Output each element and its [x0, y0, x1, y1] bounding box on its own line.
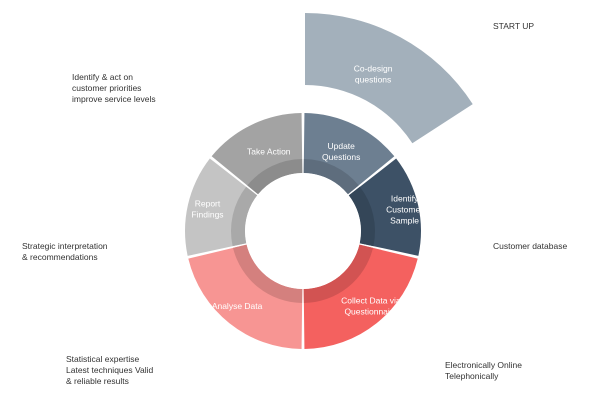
segment-inner-band [303, 159, 359, 195]
annotation-identify: Customer database [493, 241, 568, 251]
segment-label-line: Analyse Data [212, 301, 263, 311]
segment-label-line: Sample [390, 216, 419, 226]
segment-label-line: Customer [386, 205, 423, 215]
segment-inner-band [303, 244, 373, 303]
segment-label-line: Questionnaire [344, 307, 397, 317]
annotation-take-action: Identify & act on customer priorities im… [72, 72, 156, 104]
annotation-analyse: Statistical expertise Latest techniques … [66, 354, 154, 386]
segment-label-line: Questions [322, 152, 360, 162]
segment-label-line: Collect Data via [341, 296, 401, 306]
annotation-start-up: START UP [493, 21, 535, 31]
segment-collect [303, 244, 418, 349]
segment-label-line: questions [355, 75, 391, 85]
segment-analyse [188, 244, 303, 349]
segment-label-line: Take Action [247, 147, 291, 157]
segment-label-take-action: Take Action [247, 147, 291, 157]
annotation-collect: Electronically Online Telephonically [445, 360, 523, 381]
segment-label-line: Findings [191, 210, 223, 220]
segment-label-line: Report [195, 199, 221, 209]
center-hole [245, 173, 361, 289]
segment-inner-band [247, 159, 303, 195]
segment-co-design [305, 13, 473, 144]
segment-inner-band [233, 244, 303, 303]
segment-label-analyse: Analyse Data [212, 301, 263, 311]
segment-label-line: Identify [391, 194, 419, 204]
segment-inner-band [348, 186, 375, 247]
annotation-report: Strategic interpretation & recommendatio… [22, 241, 108, 262]
segment-inner-band [231, 186, 258, 247]
segment-label-line: Update [327, 141, 355, 151]
segment-label-line: Co-design [354, 64, 393, 74]
